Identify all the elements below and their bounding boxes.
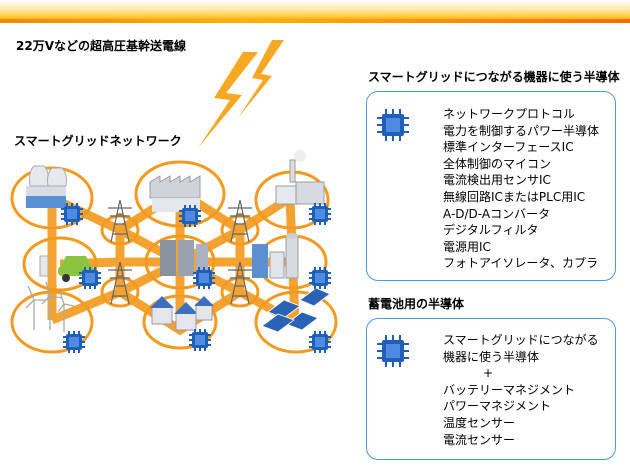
list-item: A-D/D-Aコンバータ xyxy=(443,206,551,221)
wind-turbine-icon xyxy=(25,281,75,332)
list-item: 全体制御のマイコン xyxy=(443,156,552,171)
top-banner xyxy=(0,0,630,22)
list-item: デジタルフィルタ xyxy=(443,223,539,238)
list-item: パワーマネジメント xyxy=(443,399,552,414)
list-item: 電力を制御するパワー半導体 xyxy=(443,123,600,138)
list-item: 標準インターフェースIC xyxy=(443,140,574,155)
section2-list: スマートグリッドにつながる 機器に使う半導体 + バッテリーマネジメント パワー… xyxy=(443,332,599,448)
list-item: 電流センサー xyxy=(443,432,516,447)
list-item: フォトアイソレータ、カプラ xyxy=(443,256,599,271)
list-item: バッテリーマネジメント xyxy=(443,382,576,397)
top-banner-line xyxy=(0,19,630,23)
solar-panel-icon xyxy=(261,287,331,333)
chip-icon xyxy=(377,109,409,141)
server-icon xyxy=(160,240,208,276)
list-item: ネットワークプロトコル xyxy=(443,107,576,121)
section1-list: ネットワークプロトコル 電力を制御するパワー半導体 標準インターフェースIC 全… xyxy=(443,106,599,272)
lightning-icon xyxy=(198,40,284,148)
list-item: 機器に使う半導体 xyxy=(443,349,540,364)
smart-grid-illustration xyxy=(10,40,338,354)
network-title: スマートグリッドネットワーク xyxy=(14,134,182,148)
section1-box xyxy=(366,91,616,281)
section2-heading: 蓄電池用の半導体 xyxy=(368,297,465,311)
list-item: 電流検出用センサIC xyxy=(443,173,551,188)
industrial-plant-icon xyxy=(275,150,325,205)
list-item: 電源用IC xyxy=(443,239,491,254)
houses-icon xyxy=(150,296,214,331)
chip-icon xyxy=(377,335,409,367)
section2-box xyxy=(366,318,616,460)
list-item: 無線回路ICまたはPLC用IC xyxy=(443,189,586,204)
power-plant-icon xyxy=(26,165,67,208)
list-item: 温度センサー xyxy=(443,415,516,430)
factory-icon xyxy=(149,175,201,212)
list-item: スマートグリッドにつながる xyxy=(443,333,599,347)
list-item: + xyxy=(483,366,494,381)
section1-heading: スマートグリッドにつながる機器に使う半導体 xyxy=(368,70,620,84)
backbone-title: 22万Vなどの超高圧基幹送電線 xyxy=(16,39,186,53)
buildings-icon xyxy=(252,233,299,279)
